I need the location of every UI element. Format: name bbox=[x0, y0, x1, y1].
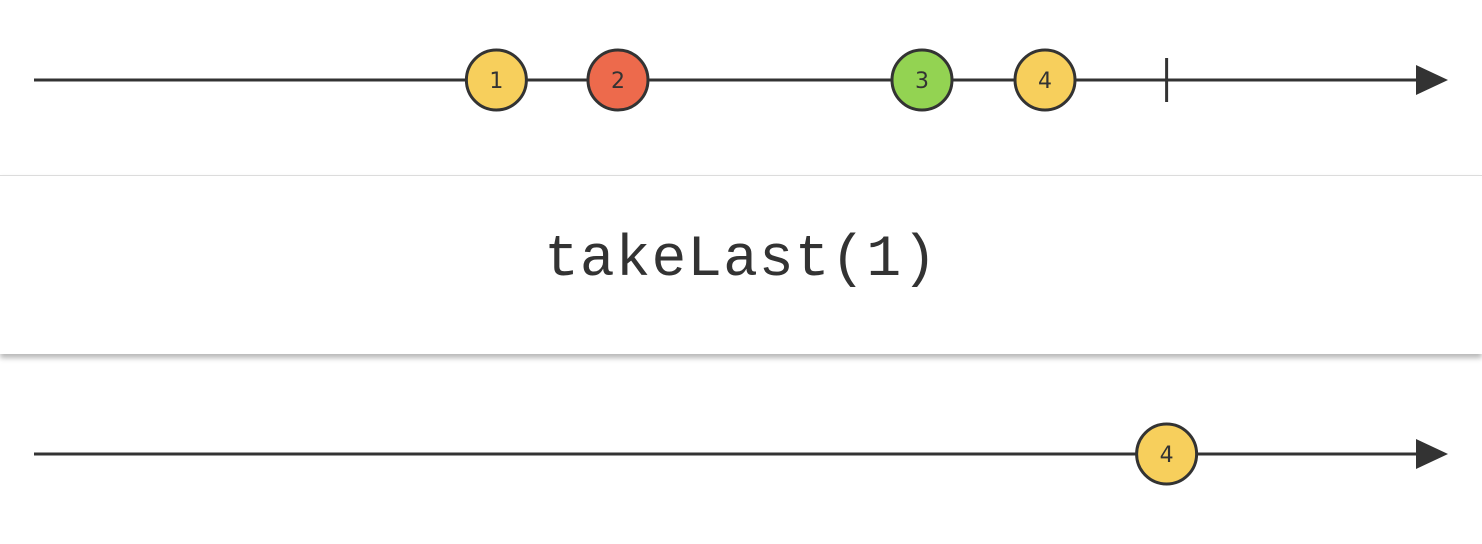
input-marble-label: 1 bbox=[489, 69, 503, 94]
output-arrow-head bbox=[1416, 439, 1448, 469]
input-marble: 1 bbox=[464, 48, 528, 112]
output-timeline-svg: 4 bbox=[34, 422, 1448, 486]
input-marble-circle bbox=[464, 48, 528, 112]
input-marble-label: 4 bbox=[1038, 69, 1052, 94]
input-marble-circle bbox=[1013, 48, 1077, 112]
input-marble-circle bbox=[586, 48, 650, 112]
output-marble: 4 bbox=[1135, 422, 1199, 486]
input-marble-circle bbox=[890, 48, 954, 112]
input-marble: 4 bbox=[1013, 48, 1077, 112]
input-arrow-head bbox=[1416, 65, 1448, 95]
input-marble-label: 2 bbox=[611, 69, 625, 94]
output-marble-circle bbox=[1135, 422, 1199, 486]
operator-label: takeLast(1) bbox=[544, 227, 938, 293]
operator-box: takeLast(1) bbox=[0, 175, 1482, 354]
input-marble: 2 bbox=[586, 48, 650, 112]
input-timeline: 1 2 3 4 bbox=[0, 20, 1482, 140]
input-marble: 3 bbox=[890, 48, 954, 112]
output-timeline: 4 bbox=[0, 394, 1482, 514]
output-marble-label: 4 bbox=[1160, 443, 1174, 468]
input-timeline-svg: 1 2 3 4 bbox=[34, 48, 1448, 112]
input-marble-label: 3 bbox=[915, 69, 929, 94]
